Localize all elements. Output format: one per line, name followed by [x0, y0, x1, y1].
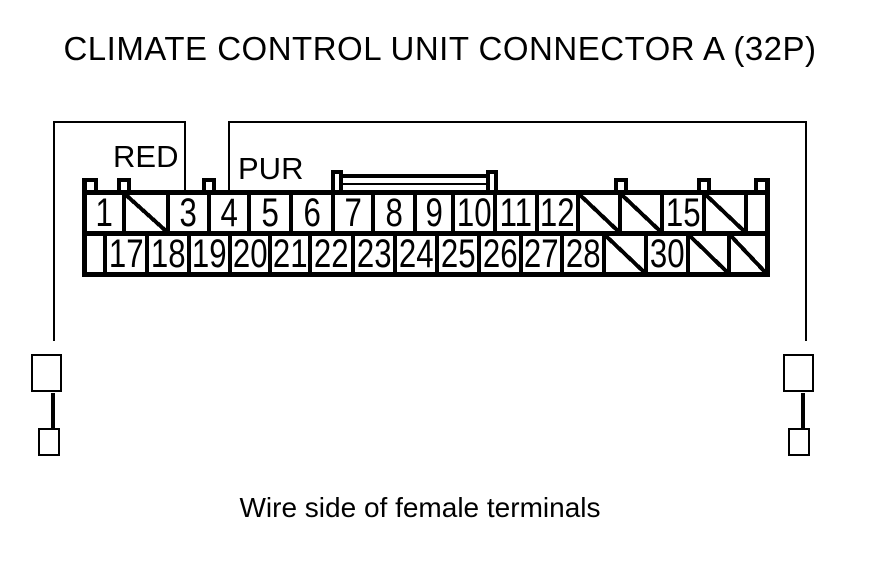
pin-cell-blocked [702, 195, 744, 231]
pin-cell-30: 30 [644, 236, 686, 272]
pin-cell-22: 22 [308, 236, 351, 272]
pin-cell-28: 28 [560, 236, 602, 272]
pin-number: 24 [398, 236, 434, 272]
connector-tab-3 [614, 178, 628, 190]
pin-number: 9 [425, 195, 443, 231]
pin-cell-20: 20 [228, 236, 268, 272]
pin-cell-9: 9 [413, 195, 451, 231]
pin-cell-15: 15 [660, 195, 702, 231]
pin-cell-27: 27 [519, 236, 560, 272]
pin-number: 7 [344, 195, 362, 231]
pin-number: 4 [220, 195, 238, 231]
page-title: CLIMATE CONTROL UNIT CONNECTOR A (32P) [63, 30, 817, 67]
pin-number: 26 [482, 236, 518, 272]
pin-number: 22 [314, 236, 349, 272]
terminal-symbol-large-right [783, 354, 814, 392]
connector-latch-bar [339, 174, 489, 185]
pin-number: 30 [649, 236, 685, 272]
pin-cell-12: 12 [535, 195, 576, 231]
pin-number: 23 [356, 236, 392, 272]
pin-number: 21 [272, 236, 308, 272]
pin-cell-blocked [618, 195, 660, 231]
pin-number: 17 [108, 236, 144, 272]
connector-corner-notch-right [754, 178, 770, 190]
pin-number: 6 [303, 195, 321, 231]
caption: Wire side of female terminals [239, 492, 601, 523]
pin-number: 1 [95, 195, 114, 231]
pin-number: 18 [150, 236, 186, 272]
pin-number: 12 [540, 195, 575, 231]
pin-cell-blank [87, 236, 103, 272]
terminal-symbol-large-left [31, 354, 62, 392]
pin-cell-blocked [122, 195, 166, 231]
pin-cell-7: 7 [331, 195, 371, 231]
pin-number: 5 [261, 195, 279, 231]
connector-latch-post-left [331, 170, 343, 190]
pin-cell-6: 6 [289, 195, 331, 231]
pin-cell-8: 8 [371, 195, 413, 231]
connector-latch-post-right [486, 170, 498, 190]
terminal-symbol-small-right [788, 428, 810, 456]
terminal-wire-left [51, 393, 55, 431]
terminal-symbol-small-left [38, 428, 60, 456]
pin-number: 10 [456, 195, 492, 231]
pin-cell-blocked [686, 236, 727, 272]
pin-number: 8 [385, 195, 403, 231]
pur-leader-top-line [228, 121, 807, 123]
pin-number: 15 [665, 195, 701, 231]
pin-cell-blocked [727, 236, 765, 272]
pin-number: 20 [232, 236, 268, 272]
connector-tab-4 [697, 178, 711, 190]
pin-number: 28 [565, 236, 601, 272]
pin-cell-24: 24 [393, 236, 435, 272]
pur-leader-right-leg [805, 121, 807, 341]
connector-tab-2 [202, 178, 216, 190]
pin-cell-26: 26 [477, 236, 519, 272]
pin-cell-25: 25 [435, 236, 477, 272]
connector-corner-notch-left [82, 178, 98, 190]
pin-cell-18: 18 [145, 236, 187, 272]
pin-cell-blocked [576, 195, 618, 231]
pin-cell-19: 19 [187, 236, 228, 272]
red-leader-right-leg [184, 121, 186, 192]
pin-number: 19 [192, 236, 227, 272]
connector-tab-1 [117, 178, 131, 190]
pin-number: 27 [524, 236, 559, 272]
pin-cell-blank [744, 195, 765, 231]
pin-cell-blocked [602, 236, 644, 272]
pin-number: 25 [440, 236, 476, 272]
pin-number: 11 [499, 195, 533, 231]
pin-cell-10: 10 [451, 195, 493, 231]
red-leader-left-leg [53, 121, 55, 341]
wire-color-label-red: RED [113, 139, 179, 174]
pin-number: 3 [179, 195, 198, 231]
pin-cell-5: 5 [247, 195, 289, 231]
pur-leader-left-leg [228, 121, 230, 192]
pin-cell-21: 21 [268, 236, 308, 272]
terminal-wire-right [801, 393, 805, 431]
pin-cell-3: 3 [166, 195, 207, 231]
pin-cell-11: 11 [493, 195, 535, 231]
pin-cell-4: 4 [207, 195, 247, 231]
pin-cell-23: 23 [351, 236, 393, 272]
red-leader-top-line [53, 121, 186, 123]
pin-cell-1: 1 [87, 195, 122, 231]
wire-color-label-pur: PUR [238, 151, 304, 186]
pin-cell-17: 17 [103, 236, 145, 272]
